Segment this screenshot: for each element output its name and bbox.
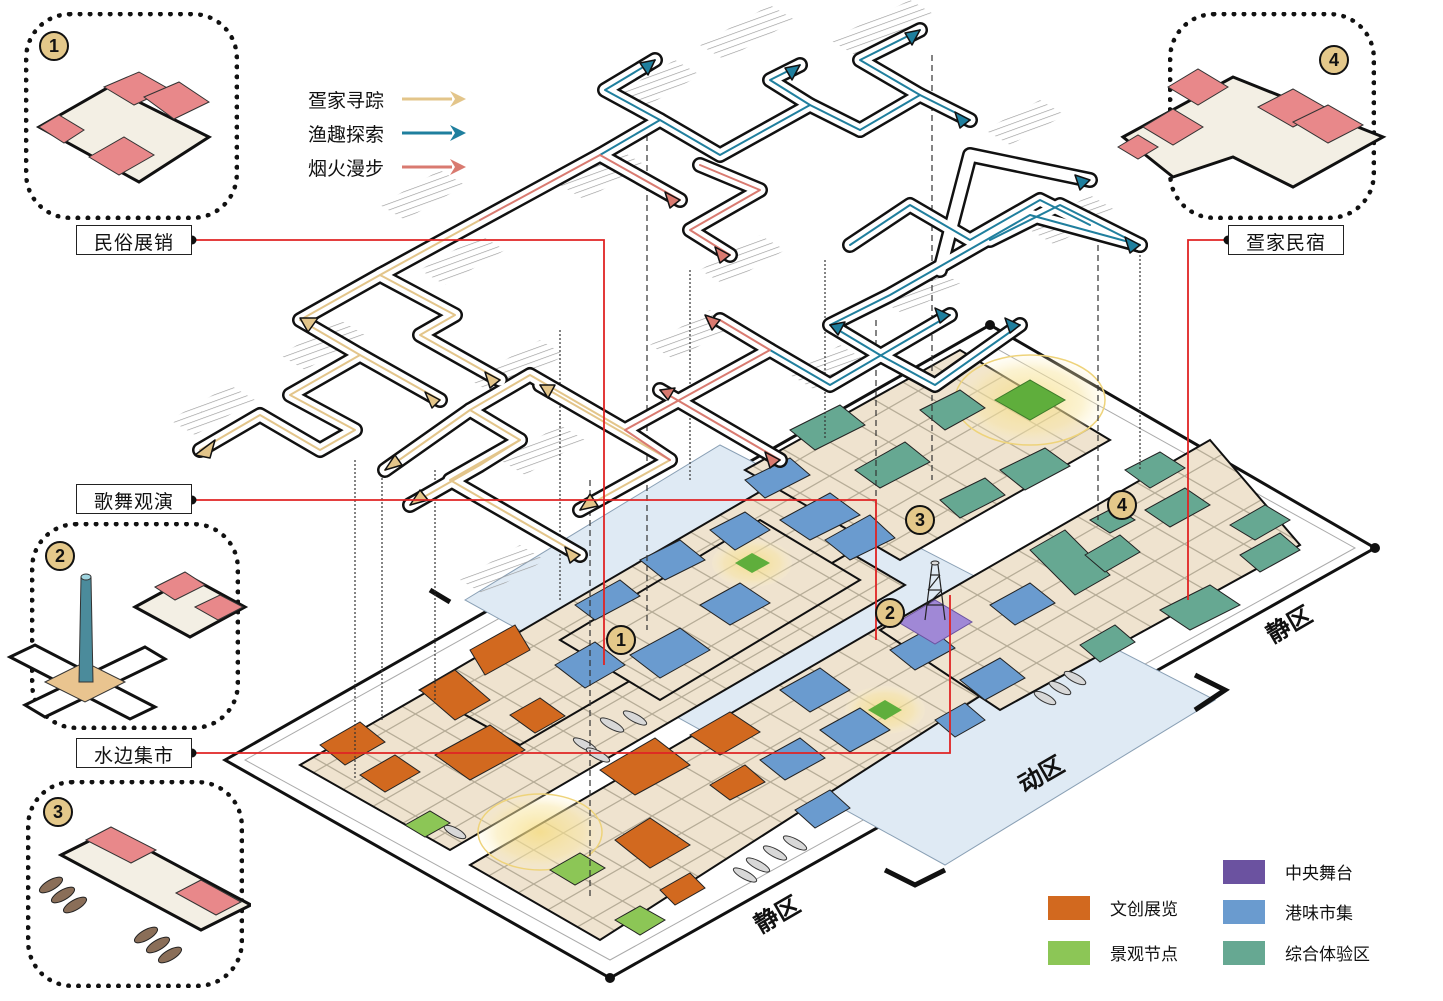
color-swatch [1048, 940, 1090, 965]
color-swatch [1223, 859, 1265, 884]
callout-4: 4 [1117, 12, 1387, 220]
route-legend-item: 烟火漫步 [308, 150, 470, 184]
route-legend-label: 烟火漫步 [308, 157, 385, 180]
route-fishing-explore [599, 29, 1141, 386]
map-marker-4: 4 [1107, 490, 1137, 520]
color-swatch [1223, 899, 1265, 924]
arrow-right-icon [402, 159, 466, 175]
tower-stage-illustration [6, 571, 249, 721]
boats [443, 670, 1087, 883]
arrow-right-icon [402, 125, 466, 141]
callout-1: 1 [24, 12, 239, 220]
callout-badge: 2 [45, 541, 75, 571]
zone-legend-item: 港味市集 [1223, 899, 1353, 924]
zone-legend-label: 港味市集 [1285, 904, 1353, 924]
connector-lines [192, 239, 1228, 754]
callout-badge: 4 [1319, 45, 1349, 75]
zone-legend-item: 景观节点 [1048, 940, 1178, 965]
callout-2: 2 [6, 522, 249, 730]
function-label-homestay: 疍家民宿 [1228, 225, 1344, 255]
zone-legend-label: 中央舞台 [1285, 864, 1353, 884]
color-swatch [1048, 895, 1090, 920]
route-network [192, 22, 1148, 564]
folk-houses-illustration [35, 71, 213, 184]
homestay-illustration [1117, 68, 1387, 189]
callout-badge: 3 [43, 797, 73, 827]
route-legend-label: 渔趣探索 [308, 123, 385, 146]
map-marker-2: 2 [875, 598, 905, 628]
zone-central-stage [897, 560, 973, 645]
zone-legend-label: 景观节点 [1110, 945, 1178, 965]
zone-landscape [404, 379, 1067, 936]
callout-badge: 1 [39, 31, 69, 61]
zone-legend-label: 综合体验区 [1285, 945, 1370, 965]
zone-experience [789, 389, 1301, 663]
function-label-song: 歌舞观演 [76, 484, 192, 514]
zone-harbor-market [554, 457, 1056, 829]
callout-3: 3 [26, 780, 251, 988]
color-swatch [1223, 940, 1265, 965]
market-hall-illustration [38, 826, 251, 964]
route-fireworks-walk [479, 154, 781, 461]
route-legend-label: 疍家寻踪 [308, 89, 385, 112]
route-legend-item: 疍家寻踪 [308, 82, 470, 116]
map-marker-1: 1 [606, 625, 636, 655]
zone-legend-label: 文创展览 [1110, 900, 1178, 920]
route-legend: 疍家寻踪 渔趣探索 烟火漫步 [308, 82, 470, 184]
zone-legend-item: 中央舞台 [1223, 859, 1353, 884]
zone-blocks [319, 379, 1301, 936]
projection-lines [354, 55, 1141, 900]
function-label-folk: 民俗展销 [76, 225, 192, 255]
function-label-market: 水边集市 [76, 738, 192, 768]
zone-legend-item: 综合体验区 [1223, 940, 1370, 965]
arrow-right-icon [402, 91, 466, 107]
zone-legend-item: 文创展览 [1048, 895, 1178, 920]
zone-legend: 中央舞台 文创展览 港味市集 景观节点 综合体验区 [1048, 855, 1428, 985]
map-marker-3: 3 [905, 505, 935, 535]
route-legend-item: 渔趣探索 [308, 116, 470, 150]
